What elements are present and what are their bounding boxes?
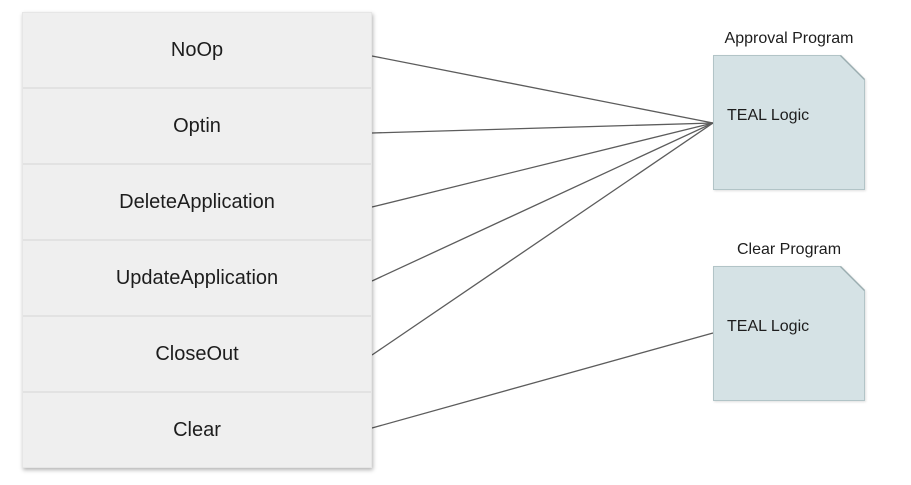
clear-program-document-icon: TEAL Logic — [713, 266, 865, 401]
transaction-type-table: NoOp Optin DeleteApplication UpdateAppli… — [22, 12, 372, 468]
clear-program-title: Clear Program — [736, 241, 842, 258]
table-row-closeout: CloseOut — [23, 317, 371, 393]
connector-line-clear — [371, 332, 714, 429]
clear-program-card: Clear Program TEAL Logic — [713, 241, 865, 401]
connector-line-updateapplication — [371, 122, 714, 282]
connector-line-optin — [371, 122, 714, 134]
approval-program-body-label: TEAL Logic — [727, 107, 810, 124]
approval-program-title: Approval Program — [724, 30, 854, 47]
connector-line-noop — [371, 55, 714, 124]
table-row-clear: Clear — [173, 418, 221, 441]
clear-program-body-label: TEAL Logic — [727, 318, 810, 335]
connector-line-closeout — [371, 122, 714, 356]
table-row-noop: NoOp — [23, 13, 371, 89]
connector-line-deleteapplication — [371, 122, 714, 208]
table-row-updateapplication: UpdateApplication — [23, 241, 371, 317]
approval-program-document-icon: TEAL Logic — [713, 55, 865, 190]
table-row-deleteapplication: DeleteApplication — [23, 165, 371, 241]
approval-program-card: Approval Program TEAL Logic — [713, 30, 865, 190]
table-row-optin: Optin — [23, 89, 371, 165]
